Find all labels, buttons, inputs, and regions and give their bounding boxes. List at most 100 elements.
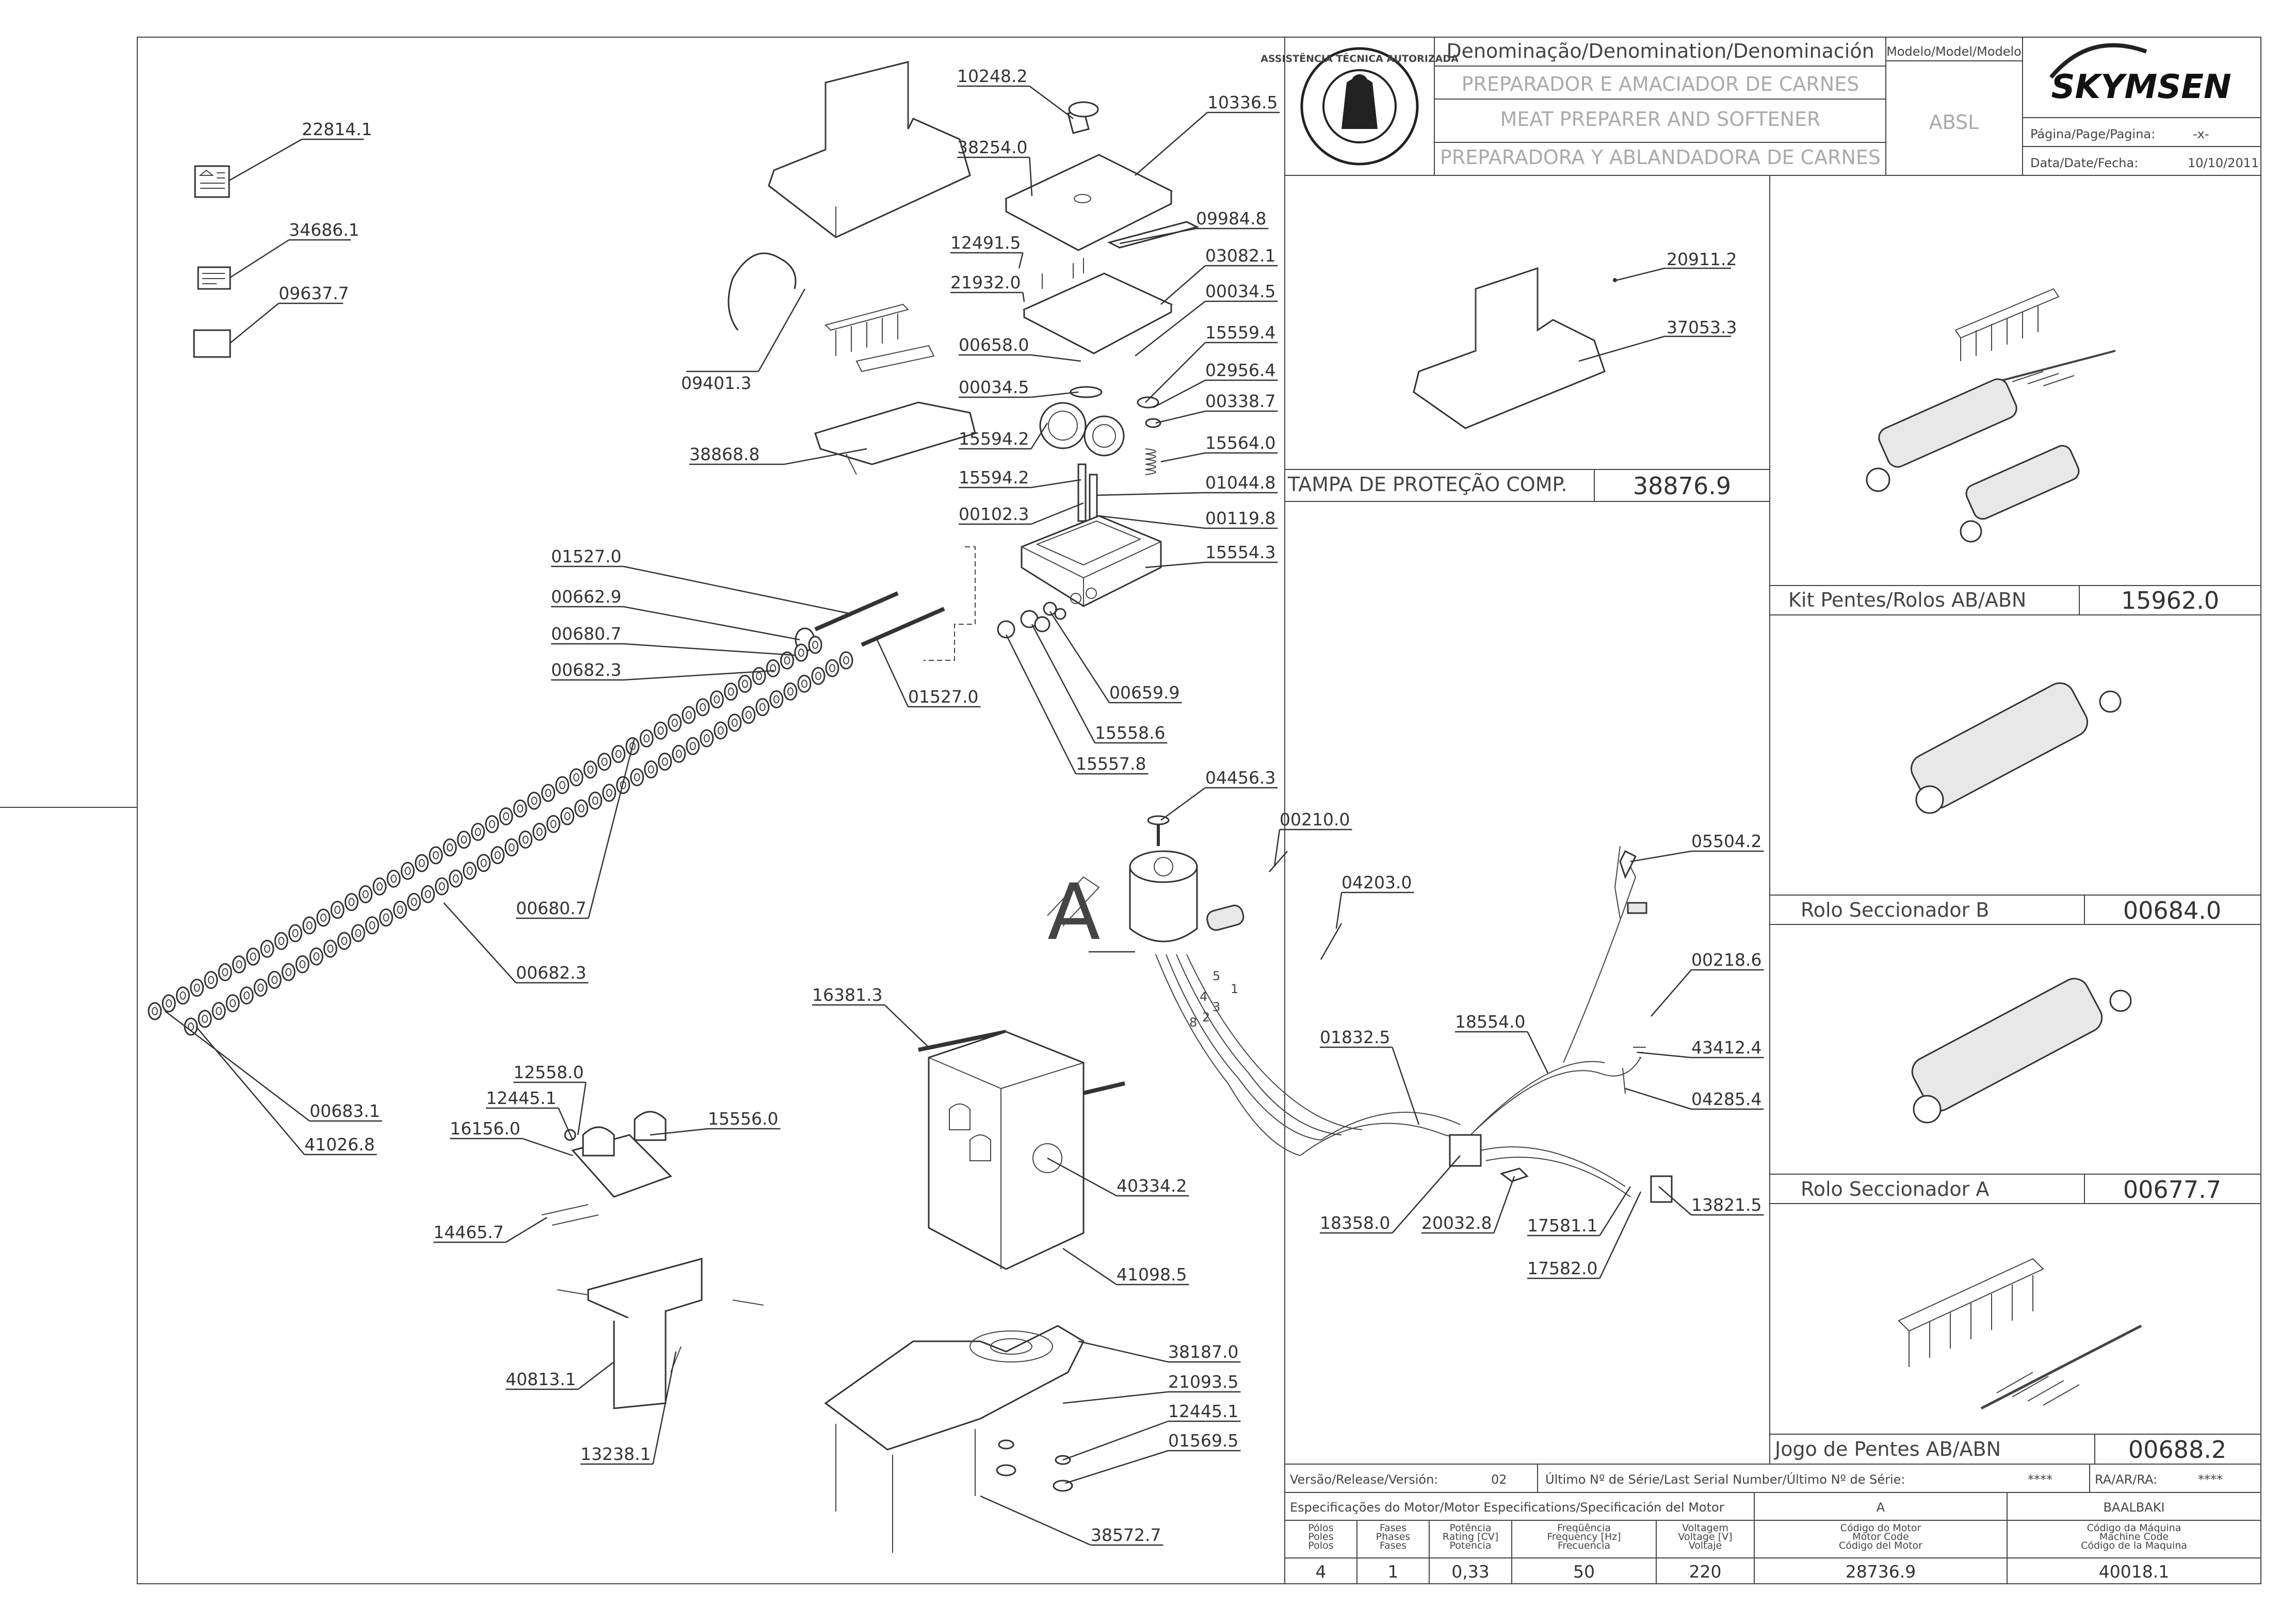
washer-1-47: [184, 1017, 198, 1036]
washer-1-44: [225, 994, 240, 1013]
washer-1-26: [476, 854, 491, 872]
washer-hole-0-41: [236, 960, 242, 969]
callout-leader-c00210: [1273, 829, 1281, 867]
washer-1-30: [421, 885, 435, 903]
washer-0-9: [682, 706, 696, 724]
callout-38187: 38187.0: [1168, 1342, 1238, 1362]
callout-10248: 10248.2: [957, 66, 1027, 86]
washer-hole-0-14: [615, 750, 622, 758]
washer-1-42: [253, 978, 268, 997]
washer-0-20: [527, 791, 541, 810]
callout-leader-c00218: [1651, 969, 1692, 1017]
callout-leader-c38254: [1029, 157, 1033, 197]
washer-1-43: [239, 986, 254, 1005]
washer-0-37: [288, 924, 302, 943]
callout-18358: 18358.0: [1320, 1213, 1390, 1233]
callout-00210: 00210.0: [1280, 809, 1350, 830]
callout-leader-c00683: [165, 1011, 310, 1122]
wire-label-2: 2: [1202, 1010, 1210, 1025]
callout-leader-c38187: [1078, 1340, 1169, 1363]
washer-1-0: [839, 651, 853, 670]
tampa-part-b: 37053.3: [1667, 317, 1737, 337]
washer-1-9: [714, 721, 728, 740]
washer-0-6: [724, 683, 738, 701]
callout-00034b: 00034.5: [959, 377, 1029, 397]
callout-leader-c00662: [623, 606, 800, 641]
spec-header-0-line-2: Polos: [1308, 1540, 1333, 1551]
callout-00682b: 00682.3: [516, 963, 586, 983]
washer-0-46: [161, 994, 176, 1013]
jogo-code: 00688.2: [2128, 1436, 2226, 1464]
washer-hole-0-45: [180, 991, 186, 1000]
callout-13821: 13821.5: [1691, 1195, 1761, 1215]
washer-hole-1-0: [843, 656, 849, 664]
warning-labels: 22814.1 34686.1 09637.7: [193, 119, 372, 358]
callout-leader-c01527b: [876, 639, 909, 707]
washer-hole-1-9: [717, 726, 724, 735]
ra-value: ****: [2198, 1472, 2223, 1487]
wiring-harness: [1155, 846, 1673, 1203]
callout-12558: 12558.0: [513, 1062, 584, 1082]
washer-hole-1-45: [216, 1006, 222, 1015]
washer-1-7: [741, 706, 756, 724]
washer-hole-1-34: [369, 921, 376, 930]
washer-hole-0-28: [418, 858, 425, 867]
callout-leader-c10248: [1029, 85, 1074, 120]
callout-leader-c01044: [1096, 492, 1206, 496]
callout-leader-c38572: [980, 1495, 1091, 1546]
callout-leader-c04456: [1160, 787, 1206, 821]
washer-0-0: [808, 636, 822, 654]
washer-hole-0-38: [278, 937, 285, 946]
washer-hole-1-22: [536, 827, 543, 836]
washer-hole-1-13: [661, 757, 668, 766]
spec-header-5-line-1: Motor Code: [1852, 1531, 1909, 1542]
washer-hole-1-11: [689, 742, 696, 751]
callout-leader-c15556: [650, 1128, 708, 1136]
washer-hole-1-6: [759, 703, 766, 711]
title-block: ASSISTÊNCIA TÉCNICA AUTORIZADA Denominaç…: [1260, 37, 2261, 176]
washer-1-17: [602, 784, 617, 802]
washer-1-36: [337, 932, 351, 950]
washer-1-6: [755, 698, 770, 717]
washer-hole-1-19: [578, 804, 585, 813]
washer-hole-0-2: [784, 656, 790, 665]
washer-hole-1-33: [383, 913, 390, 922]
washer-hole-1-41: [271, 976, 278, 984]
callout-leader-c12445a: [558, 1108, 574, 1141]
callout-16381: 16381.3: [812, 985, 882, 1005]
callout-00682a: 00682.3: [551, 660, 621, 680]
washer-hole-1-24: [508, 843, 515, 852]
washer-1-14: [644, 760, 658, 778]
spec-header-3-line-1: Frequency [Hz]: [1547, 1531, 1621, 1542]
callout-12445b: 12445.1: [1168, 1401, 1238, 1421]
washer-hole-0-22: [503, 812, 509, 821]
callout-leader-c15554: [1145, 561, 1206, 569]
callout-leader-c02956: [1153, 379, 1206, 409]
washer-0-8: [696, 698, 710, 717]
washer-1-22: [532, 822, 547, 841]
version-value: 02: [1491, 1472, 1507, 1487]
callout-leader-c01832: [1392, 1047, 1420, 1125]
washer-0-11: [653, 721, 668, 740]
callout-43412: 43412.4: [1691, 1037, 1761, 1058]
washer-1-34: [365, 916, 379, 935]
washer-0-25: [457, 831, 471, 849]
washer-1-45: [212, 1002, 226, 1020]
washer-1-37: [323, 939, 337, 958]
callout-leader-c05504: [1630, 850, 1692, 863]
washer-hole-1-8: [731, 718, 738, 727]
callout-leader-c15594b: [1031, 479, 1081, 489]
washer-hole-0-11: [657, 726, 664, 735]
jogo-label: Jogo de Pentes AB/ABN: [1774, 1438, 2001, 1460]
callout-09984: 09984.8: [1196, 208, 1266, 229]
callout-01832: 01832.5: [1320, 1027, 1390, 1047]
washer-hole-1-38: [313, 952, 320, 961]
washer-hole-0-43: [207, 976, 214, 984]
callout-leader-c00102: [1031, 502, 1084, 525]
callout-leader-c15594a: [1030, 423, 1048, 449]
washer-hole-1-39: [299, 960, 306, 969]
callout-22814: 22814.1: [302, 119, 372, 139]
callout-leader-c16156: [522, 1138, 573, 1157]
callout-leader-c00682b: [443, 902, 516, 983]
